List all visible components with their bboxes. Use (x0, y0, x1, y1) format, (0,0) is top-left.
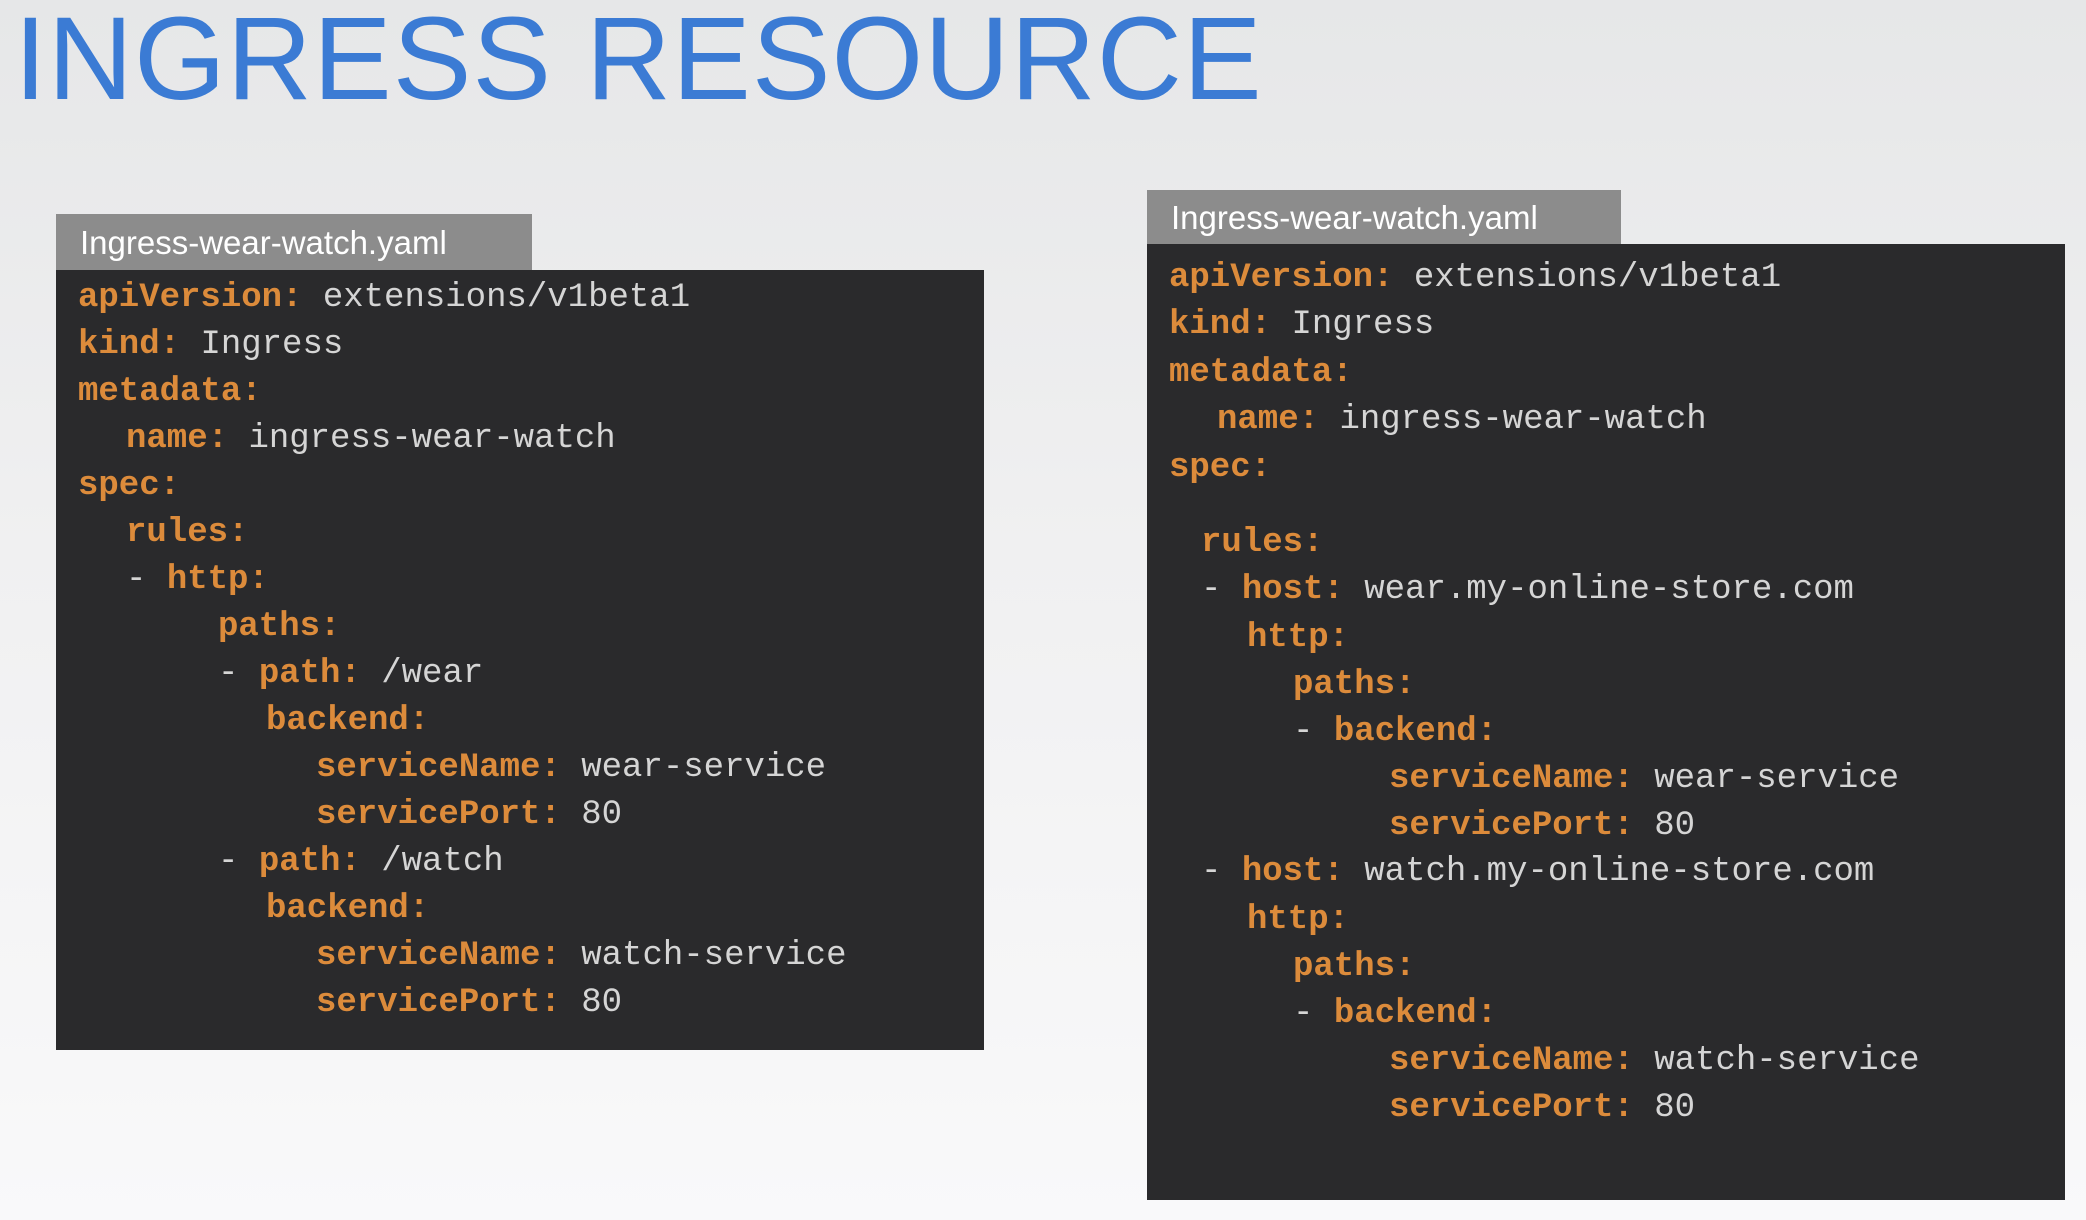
yaml-value: 80 (1654, 807, 1696, 845)
yaml-key: metadata: (1169, 354, 1353, 392)
yaml-line: name: ingress-wear-watch (126, 419, 616, 459)
yaml-value: watch-service (1654, 1042, 1920, 1080)
yaml-line: serviceName: watch-service (1389, 1041, 1920, 1081)
yaml-key: host: (1241, 853, 1344, 891)
yaml-line: backend: (266, 701, 429, 741)
yaml-key: servicePort: (1389, 1089, 1634, 1127)
yaml-line: metadata: (78, 372, 262, 412)
yaml-value: /wear (381, 655, 484, 693)
yaml-line: backend: (266, 889, 429, 929)
right-file-tab[interactable]: Ingress-wear-watch.yaml (1147, 190, 1621, 244)
yaml-key: metadata: (78, 373, 262, 411)
yaml-key: apiVersion: (78, 279, 303, 317)
yaml-key: http: (166, 561, 269, 599)
yaml-value: /watch (381, 843, 504, 881)
yaml-line: http: (1247, 618, 1349, 658)
yaml-value: wear-service (1654, 760, 1900, 798)
yaml-key: rules: (1201, 524, 1324, 562)
yaml-line: metadata: (1169, 353, 1353, 393)
yaml-value: ingress-wear-watch (248, 420, 616, 458)
yaml-line: rules: (126, 513, 248, 553)
yaml-key: path: (258, 655, 361, 693)
yaml-line: http: (1247, 900, 1349, 940)
yaml-line: - path: /watch (218, 842, 504, 882)
yaml-key: paths: (218, 608, 341, 646)
yaml-key: rules: (126, 514, 249, 552)
yaml-value: watch.my-online-store.com (1364, 853, 1875, 891)
yaml-key: kind: (78, 326, 181, 364)
yaml-key: backend: (266, 890, 430, 928)
yaml-key: path: (258, 843, 361, 881)
yaml-value: 80 (1654, 1089, 1696, 1127)
yaml-value: ingress-wear-watch (1339, 401, 1707, 439)
list-dash: - (218, 843, 259, 881)
yaml-line: servicePort: 80 (1389, 1088, 1695, 1128)
yaml-value: Ingress (1291, 306, 1435, 344)
list-dash: - (1201, 571, 1242, 609)
list-dash: - (218, 655, 259, 693)
yaml-key: spec: (78, 467, 181, 505)
yaml-key: paths: (1293, 948, 1416, 986)
yaml-key: serviceName: (1389, 760, 1634, 798)
yaml-key: servicePort: (1389, 807, 1634, 845)
yaml-key: serviceName: (1389, 1042, 1634, 1080)
list-dash: - (1201, 853, 1242, 891)
list-dash: - (1293, 713, 1334, 751)
page-title: INGRESS RESOURCE (14, 0, 1263, 125)
right-code-block: apiVersion: extensions/v1beta1 kind: Ing… (1147, 244, 2065, 1200)
yaml-line: spec: (1169, 448, 1271, 488)
yaml-key: http: (1247, 901, 1350, 939)
yaml-key: spec: (1169, 449, 1272, 487)
yaml-line: serviceName: watch-service (316, 936, 847, 976)
yaml-key: serviceName: (316, 749, 561, 787)
yaml-key: servicePort: (316, 796, 561, 834)
yaml-line: paths: (1293, 947, 1415, 987)
yaml-line: - host: watch.my-online-store.com (1201, 852, 1874, 892)
yaml-line: servicePort: 80 (316, 795, 622, 835)
yaml-key: backend: (1333, 995, 1498, 1033)
left-code-block: apiVersion: extensions/v1beta1 kind: Ing… (56, 270, 984, 1050)
yaml-line: apiVersion: extensions/v1beta1 (78, 278, 690, 318)
yaml-line: paths: (1293, 665, 1415, 705)
yaml-line: servicePort: 80 (316, 983, 622, 1023)
yaml-key: name: (1217, 401, 1320, 439)
yaml-value: wear-service (581, 749, 827, 787)
yaml-key: backend: (266, 702, 430, 740)
yaml-value: extensions/v1beta1 (322, 279, 691, 317)
yaml-line: - backend: (1293, 712, 1497, 752)
yaml-line: - http: (126, 560, 269, 600)
yaml-line: paths: (218, 607, 340, 647)
yaml-key: apiVersion: (1169, 259, 1394, 297)
yaml-key: paths: (1293, 666, 1416, 704)
yaml-line: serviceName: wear-service (316, 748, 826, 788)
yaml-line: - backend: (1293, 994, 1497, 1034)
yaml-line: serviceName: wear-service (1389, 759, 1899, 799)
list-dash: - (1293, 995, 1334, 1033)
yaml-key: kind: (1169, 306, 1272, 344)
yaml-value: wear.my-online-store.com (1364, 571, 1854, 609)
yaml-line: kind: Ingress (1169, 305, 1434, 345)
yaml-key: name: (126, 420, 229, 458)
yaml-line: kind: Ingress (78, 325, 343, 365)
yaml-value: Ingress (200, 326, 344, 364)
yaml-value: 80 (581, 984, 623, 1022)
yaml-key: backend: (1333, 713, 1498, 751)
yaml-line: name: ingress-wear-watch (1217, 400, 1707, 440)
yaml-key: http: (1247, 619, 1350, 657)
yaml-line: - host: wear.my-online-store.com (1201, 570, 1854, 610)
yaml-line: servicePort: 80 (1389, 806, 1695, 846)
yaml-key: servicePort: (316, 984, 561, 1022)
left-file-tab[interactable]: Ingress-wear-watch.yaml (56, 214, 532, 270)
yaml-line: - path: /wear (218, 654, 483, 694)
yaml-value: 80 (581, 796, 623, 834)
yaml-line: rules: (1201, 523, 1323, 563)
list-dash: - (126, 561, 167, 599)
yaml-line: apiVersion: extensions/v1beta1 (1169, 258, 1781, 298)
yaml-value: extensions/v1beta1 (1413, 259, 1782, 297)
yaml-key: host: (1241, 571, 1344, 609)
yaml-line: spec: (78, 466, 180, 506)
yaml-key: serviceName: (316, 937, 561, 975)
yaml-value: watch-service (581, 937, 847, 975)
